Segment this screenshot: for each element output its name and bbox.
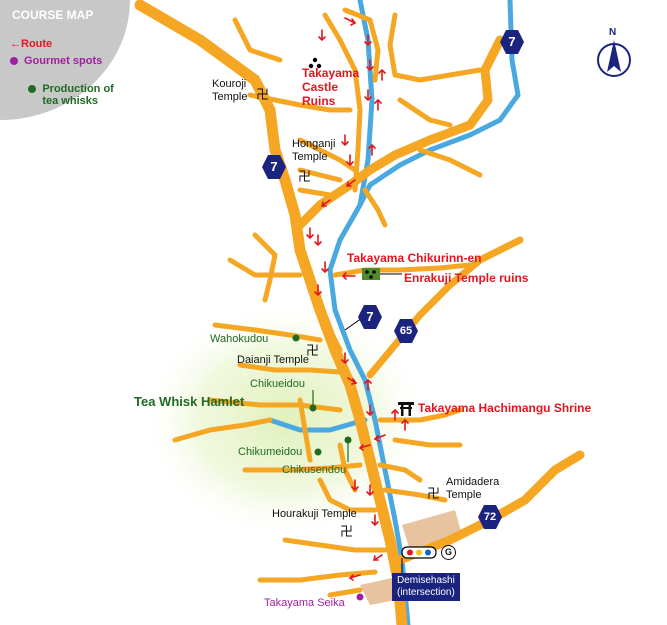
- legend-production: Production of tea whisks: [10, 71, 114, 119]
- castle-ruins-marker: [308, 57, 322, 69]
- legend-route-label: ←Route: [10, 38, 53, 50]
- route-7-leader: [344, 317, 363, 331]
- legend-gourmet-label: Gourmet spots: [24, 55, 103, 67]
- road: [232, 17, 283, 63]
- chikurinn-en-label: Takayama Chikurinn-en: [347, 251, 482, 265]
- chikusendou-label: Chikusendou: [282, 464, 347, 476]
- road: [332, 262, 473, 278]
- road: [382, 487, 448, 503]
- castle-ruins-label: Takayama Castle Ruins: [302, 66, 360, 108]
- road: [362, 187, 388, 228]
- road: [282, 537, 388, 553]
- road: [342, 7, 381, 83]
- road-route-7-north: [295, 35, 505, 230]
- gourmet-dot-icon: [10, 57, 18, 66]
- road: [417, 147, 483, 178]
- chikumeidou-label: Chikumeidou: [238, 446, 303, 458]
- tea-whisk-hamlet-label: Tea Whisk Hamlet: [134, 394, 245, 409]
- road: [207, 397, 343, 413]
- road: [172, 417, 273, 443]
- chikueidou-label: Chikueidou: [250, 378, 306, 390]
- road: [337, 442, 358, 493]
- legend-production-label: Production of tea whisks: [42, 83, 114, 107]
- road-route-65: [366, 236, 524, 379]
- route-7-badge-center: [358, 305, 382, 329]
- route-7-badge-top: [500, 30, 524, 54]
- goal-marker: G: [441, 545, 456, 560]
- legend-title: COURSE MAP: [12, 8, 94, 22]
- honganji-temple-label: Honganji Temple: [292, 138, 336, 163]
- road: [397, 97, 453, 128]
- road: [212, 322, 323, 343]
- temple-icon: 卍: [427, 486, 441, 501]
- road: [327, 587, 363, 598]
- road: [297, 187, 333, 198]
- hachimangu-shrine-label: Takayama Hachimangu Shrine: [418, 401, 592, 415]
- road: [297, 397, 313, 463]
- road: [377, 462, 423, 483]
- road: [317, 477, 378, 513]
- legend-gourmet: Gourmet spots: [10, 55, 102, 67]
- production-dot-icon: [28, 85, 37, 93]
- temple-icon: 卍: [306, 343, 320, 358]
- kouroji-temple-label: Kouroji Temple: [212, 78, 248, 103]
- road: [322, 12, 363, 193]
- road: [237, 362, 343, 375]
- parking-lot: [360, 578, 396, 605]
- amidadera-temple-label: Amidadera Temple: [446, 476, 500, 501]
- demisehashi-intersection-label: Demisehashi (intersection): [392, 573, 460, 601]
- route-65-number: 65: [399, 325, 413, 337]
- river-tributary: [267, 417, 368, 433]
- production-dots: [292, 334, 352, 456]
- traffic-light-marker: [401, 546, 437, 580]
- road: [377, 407, 463, 423]
- route-7-badge-left: [262, 155, 286, 179]
- gourmet-dot: [356, 593, 364, 601]
- route-arrows: [306, 17, 409, 581]
- legend-route: ←Route: [10, 38, 52, 50]
- river-north-branch: [357, 0, 521, 208]
- road-route-7-main: [134, 0, 408, 625]
- temple-icon: 卍: [298, 169, 312, 184]
- compass-north-label: N: [609, 27, 617, 38]
- temple-icon: 卍: [340, 524, 354, 539]
- miyagawa-river: [327, 0, 411, 625]
- road: [257, 569, 378, 583]
- road: [247, 92, 353, 113]
- road: [252, 232, 278, 303]
- parking-lot: [402, 510, 462, 550]
- route-72-number: 72: [483, 511, 497, 523]
- road: [392, 437, 463, 448]
- road: [297, 167, 343, 183]
- hourakuji-temple-label: Hourakuji Temple: [272, 508, 357, 520]
- route-72-badge: [478, 505, 502, 529]
- takayama-seika-label: Takayama Seika: [264, 597, 345, 609]
- route-65-badge: [394, 319, 418, 343]
- chikurinn-en-marker: [362, 268, 402, 280]
- wahokudou-label: Wahokudou: [210, 333, 269, 345]
- route-7-number-center: 7: [366, 309, 374, 324]
- daianji-temple-label: Daianji Temple: [237, 354, 309, 366]
- route-7-number-top: 7: [508, 34, 516, 49]
- route-badges: [262, 30, 524, 529]
- enrakuji-temple-ruins-label: Enrakuji Temple ruins: [404, 271, 529, 285]
- shrine-torii-icon: [398, 402, 414, 416]
- temple-icon: 卍: [256, 87, 270, 102]
- road: [227, 257, 303, 278]
- road: [297, 137, 358, 173]
- road: [317, 302, 343, 353]
- compass-icon: [597, 40, 631, 77]
- legend: COURSE MAP ←Route Gourmet spots Producti…: [0, 0, 130, 120]
- road: [387, 12, 483, 83]
- route-7-number-left: 7: [270, 159, 278, 174]
